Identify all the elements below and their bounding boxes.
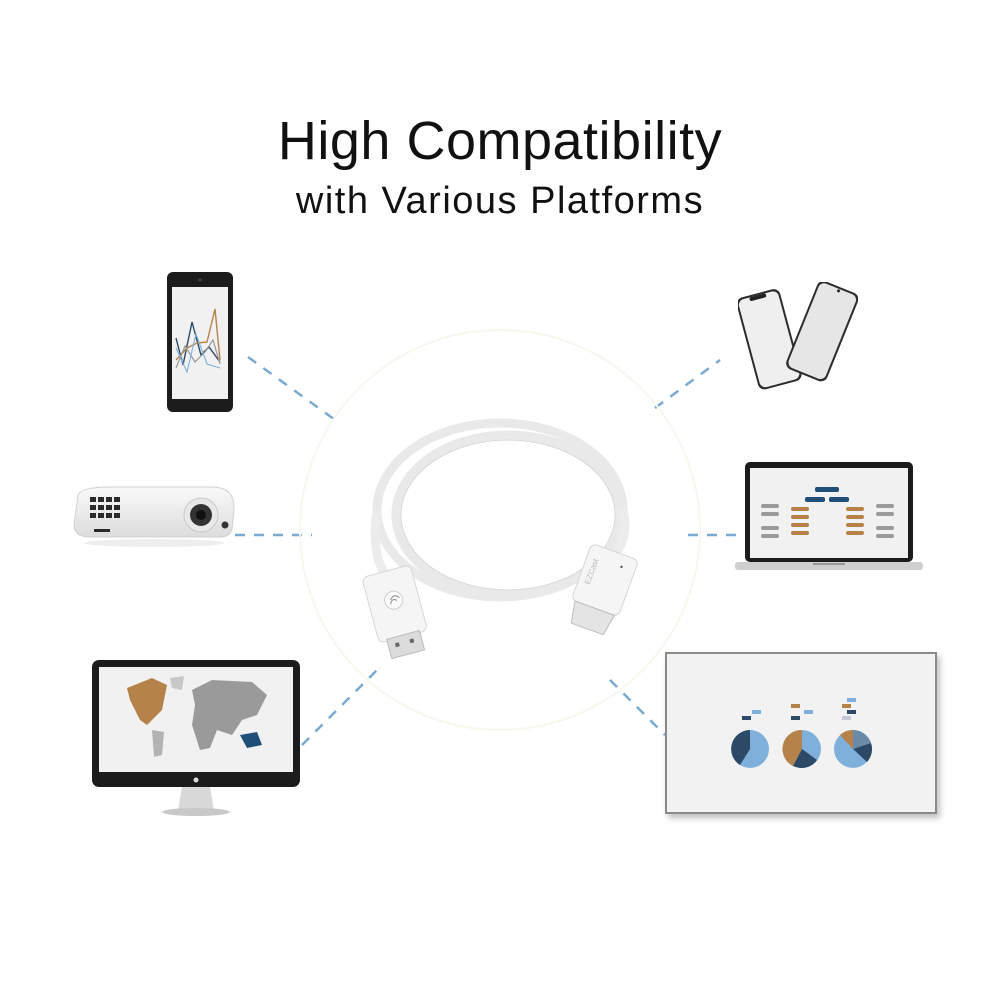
line-tablet (247, 355, 339, 424)
line-monitor (301, 669, 378, 746)
usb-connector (362, 565, 427, 660)
line-projection-screen (609, 679, 666, 736)
line-smartphones (654, 358, 721, 410)
device-projector (70, 485, 238, 550)
device-tablet (165, 270, 237, 415)
hdmi-connector: EZCast (570, 544, 638, 636)
headline-title: High Compatibility (277, 111, 723, 171)
device-monitor (92, 660, 302, 825)
device-laptop (733, 460, 923, 575)
product-cable: EZCast (340, 400, 660, 660)
device-projection-screen (665, 652, 937, 814)
device-smartphones (738, 282, 858, 394)
headline-subtitle: with Various Platforms (295, 180, 705, 222)
